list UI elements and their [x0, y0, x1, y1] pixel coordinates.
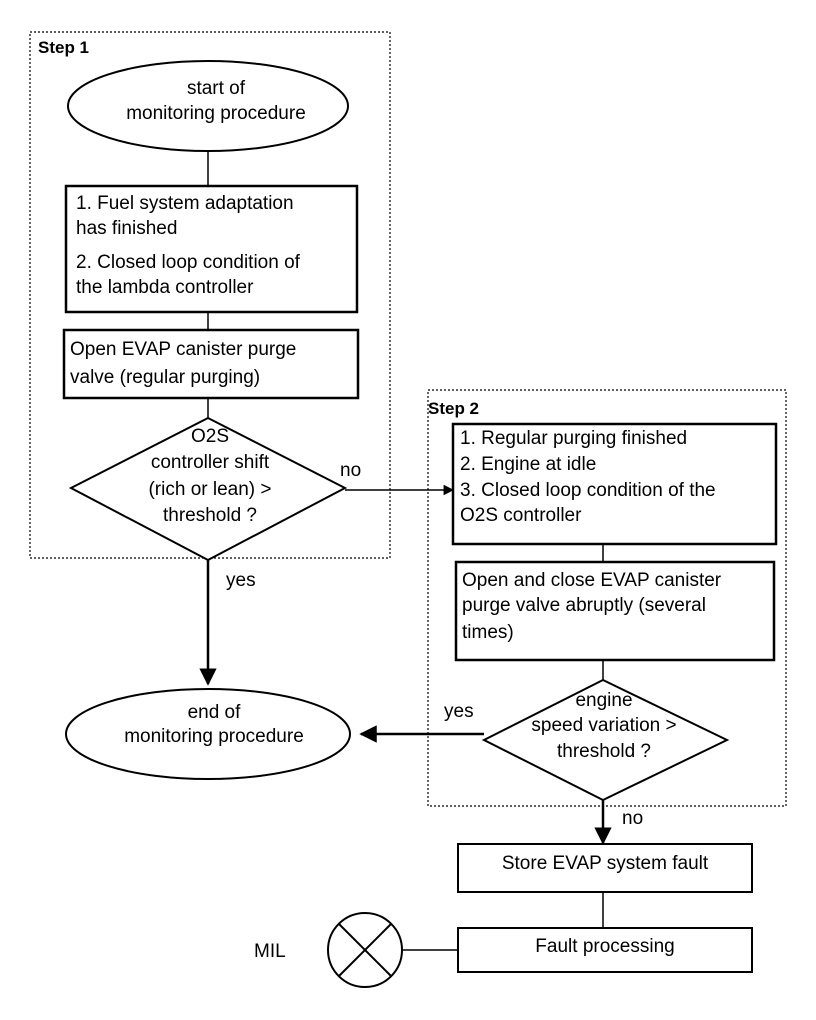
- open-purge-box: [62, 328, 360, 400]
- store-fault-box: [457, 843, 753, 893]
- conditions2-line-1: 1. Regular purging finished: [460, 428, 687, 449]
- mil-label: MIL: [254, 941, 286, 962]
- decision2-line-3: threshold ?: [557, 741, 651, 762]
- open-close-purge-line-3: times): [462, 622, 514, 643]
- fault-processing-label: Fault processing: [535, 936, 674, 957]
- conditions1-line-3: 2. Closed loop condition of: [76, 252, 301, 273]
- open-purge-line-2: valve (regular purging): [70, 367, 260, 388]
- circle-x-icon: [327, 912, 403, 988]
- conditions1-box: [64, 184, 359, 314]
- end-line-2: monitoring procedure: [124, 726, 304, 747]
- end-node: [65, 688, 351, 780]
- store-fault-label: Store EVAP system fault: [502, 853, 709, 874]
- start-node: [67, 60, 349, 152]
- decision2-line-1: engine: [575, 690, 632, 711]
- edge-label-d1-no: no: [340, 460, 361, 481]
- conditions1-line-4: the lambda controller: [76, 277, 254, 298]
- decision2-node: [481, 678, 730, 802]
- start-line-2: monitoring procedure: [126, 103, 306, 124]
- conditions2-box: [451, 422, 778, 546]
- decision1-line-1: O2S: [191, 426, 229, 447]
- step2-label: Step 2: [428, 399, 479, 418]
- open-purge-line-1: Open EVAP canister purge: [70, 339, 296, 360]
- start-line-1: start of: [187, 78, 246, 99]
- end-line-1: end of: [188, 702, 242, 723]
- open-close-purge-box: [454, 560, 776, 662]
- decision1-node: [68, 416, 348, 562]
- conditions2-line-2: 2. Engine at idle: [460, 454, 596, 475]
- edge-label-d2-yes: yes: [444, 701, 474, 722]
- open-close-purge-line-1: Open and close EVAP canister: [462, 570, 722, 591]
- step2-frame: [427, 389, 787, 807]
- edge-label-d1-yes: yes: [226, 570, 256, 591]
- open-close-purge-line-2: purge valve abruptly (several: [462, 595, 706, 616]
- decision1-line-2: controller shift: [151, 452, 270, 473]
- conditions1-line-2: has finished: [76, 218, 177, 239]
- step1-label: Step 1: [38, 38, 89, 57]
- conditions2-line-4: O2S controller: [460, 505, 582, 526]
- decision2-line-2: speed variation >: [531, 715, 676, 736]
- decision1-line-4: threshold ?: [163, 505, 257, 526]
- decision1-line-3: (rich or lean) >: [148, 479, 271, 500]
- edge-label-d2-no: no: [622, 808, 643, 829]
- conditions1-line-1: 1. Fuel system adaptation: [76, 193, 294, 214]
- fault-processing-box: [457, 927, 753, 973]
- conditions2-line-3: 3. Closed loop condition of the: [460, 480, 716, 501]
